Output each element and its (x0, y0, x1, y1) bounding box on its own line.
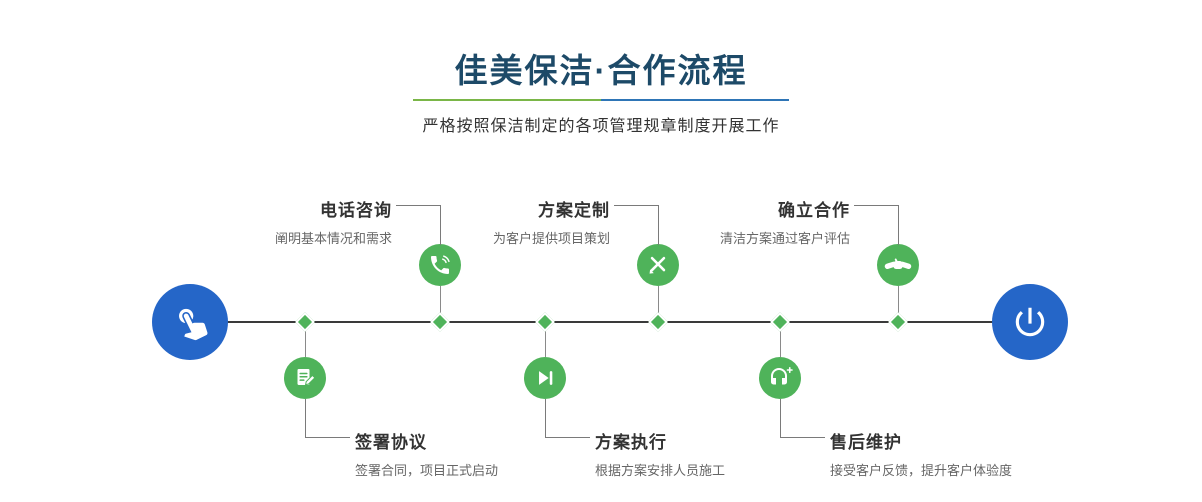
step-desc: 阐明基本情况和需求 (274, 231, 392, 246)
step-node-cooperation (877, 244, 919, 286)
step-desc: 为客户提供项目策划 (492, 231, 610, 246)
step-stem (305, 324, 306, 357)
page-title: 佳美保洁·合作流程 (454, 52, 748, 89)
step-node-design (637, 244, 679, 286)
step-connector (396, 205, 441, 245)
step-diamond (535, 312, 555, 332)
step-node-execution (524, 357, 566, 399)
step-stem (898, 286, 899, 321)
step-text: 签署协议 签署合同，项目正式启动 (355, 428, 675, 479)
step-diamond (430, 312, 450, 332)
pencil-tools-icon (647, 254, 669, 276)
title-divider (413, 99, 789, 101)
step-connector (614, 205, 659, 245)
step-diamond (648, 312, 668, 332)
step-label: 方案执行 (595, 433, 667, 452)
page-subtitle: 严格按照保洁制定的各项管理规章制度开展工作 (422, 118, 780, 135)
headset-plus-icon (767, 365, 793, 391)
step-text: 方案执行 根据方案安排人员施工 (595, 428, 915, 479)
step-connector (545, 399, 590, 438)
step-diamond (770, 312, 790, 332)
step-label: 售后维护 (830, 433, 902, 452)
step-diamond (888, 312, 908, 332)
step-label: 方案定制 (538, 201, 610, 220)
step-text: 方案定制 为客户提供项目策划 (380, 196, 610, 247)
step-stem (545, 324, 546, 357)
step-desc: 根据方案安排人员施工 (595, 463, 726, 478)
timeline-start-node (152, 284, 228, 360)
step-diamond (295, 312, 315, 332)
hand-pointer-icon (171, 303, 209, 341)
step-connector (854, 205, 899, 245)
step-desc: 清洁方案通过客户评估 (719, 231, 850, 246)
step-label: 签署协议 (355, 433, 427, 452)
step-stem (780, 324, 781, 357)
step-node-contract (284, 357, 326, 399)
step-text: 售后维护 接受客户反馈，提升客户体验度 (830, 428, 1150, 479)
timeline-end-node (992, 284, 1068, 360)
step-node-aftersales (759, 357, 801, 399)
step-stem (440, 286, 441, 321)
step-desc: 接受客户反馈，提升客户体验度 (830, 463, 1013, 478)
step-connector (780, 399, 825, 438)
timeline-line (190, 321, 1030, 323)
step-desc: 签署合同，项目正式启动 (355, 463, 499, 478)
step-label: 电话咨询 (320, 201, 392, 220)
step-node-phone (419, 244, 461, 286)
step-text: 电话咨询 阐明基本情况和需求 (162, 196, 392, 247)
step-label: 确立合作 (778, 201, 850, 220)
power-icon (1011, 303, 1049, 341)
step-connector (305, 399, 350, 438)
phone-icon (428, 253, 452, 277)
step-stem (658, 286, 659, 321)
play-next-icon (534, 367, 556, 389)
handshake-icon (884, 251, 912, 279)
step-text: 确立合作 清洁方案通过客户评估 (620, 196, 850, 247)
contract-pen-icon (293, 366, 317, 390)
